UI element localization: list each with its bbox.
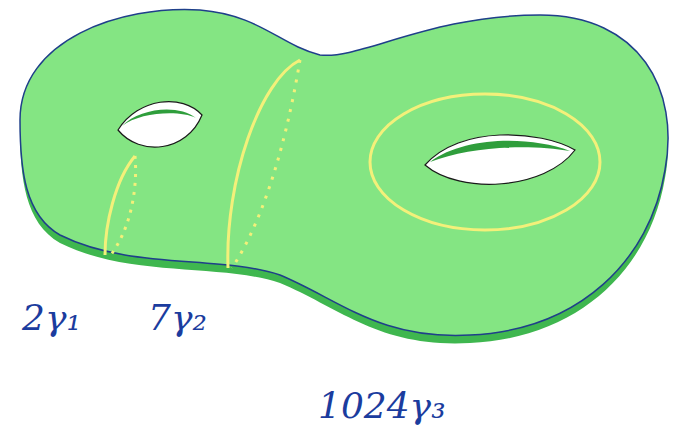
curve-label: 7γ₂: [148, 300, 207, 336]
curve-gamma3: [370, 94, 600, 230]
left-hole: [118, 102, 202, 148]
curve-label: 1024γ₃: [318, 388, 446, 424]
surface: [20, 10, 668, 336]
right-hole: [425, 135, 575, 184]
hole-shade: [430, 141, 570, 162]
hole-shade: [122, 110, 196, 126]
curve-gamma2-back: [232, 60, 300, 268]
curve-gamma2: [228, 60, 300, 268]
curve-gamma1: [105, 156, 135, 255]
curve-label: 2γ₁: [22, 300, 81, 336]
curve-gamma1-back: [110, 156, 136, 256]
